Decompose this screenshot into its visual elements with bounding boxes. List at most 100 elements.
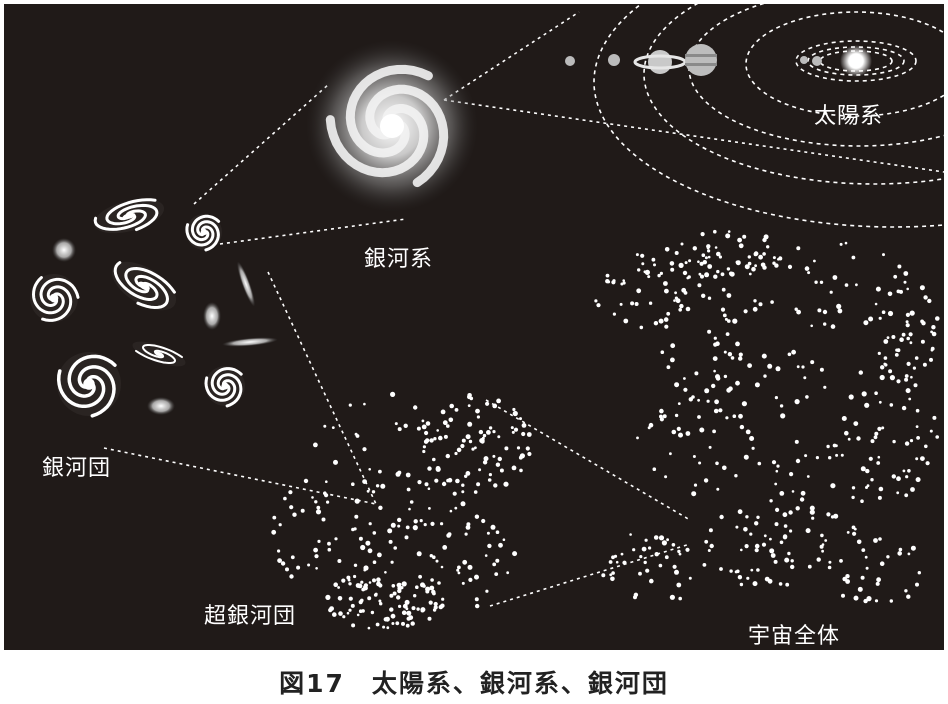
star-dot [868,456,873,461]
star-dot [678,308,682,312]
star-dot [758,254,763,260]
star-dot [904,493,909,498]
star-dot [372,560,377,564]
star-dot [495,530,500,534]
star-dot [742,234,747,239]
elliptical-galaxy-icon [147,397,175,415]
star-dot [908,397,912,401]
star-dot [436,429,440,432]
star-dot [826,512,831,517]
star-dot [931,325,936,330]
star-dot [712,429,716,434]
star-dot [615,560,619,564]
star-dot [678,432,683,438]
star-dot [405,525,410,530]
star-dot [648,546,652,550]
star-dot [356,613,360,617]
star-dot [482,433,487,438]
star-dot [511,465,517,471]
star-dot [353,574,357,579]
star-dot [762,237,767,243]
star-dot [503,481,509,487]
star-dot [879,561,885,566]
star-dot [844,283,849,287]
star-dot [888,369,893,374]
star-dot [794,439,799,444]
star-dot [609,573,613,577]
star-dot [457,565,461,570]
star-dot [321,517,326,522]
star-dot [700,232,705,237]
star-dot [671,429,677,435]
star-dot [732,318,738,324]
star-dot [482,460,488,465]
star-dot [380,483,386,489]
star-dot [720,307,726,312]
star-dot [629,533,632,536]
star-dot [669,452,672,456]
star-dot [738,356,743,361]
star-dot [447,532,452,537]
star-dot [391,622,395,625]
star-dot [747,261,752,266]
star-dot [460,501,466,507]
star-dot [864,555,868,559]
star-dot [935,316,940,321]
star-dot [860,499,864,504]
star-dot [468,439,473,444]
star-dot [829,290,833,294]
star-dot [837,308,843,314]
star-dot [775,507,780,512]
star-dot [716,487,720,491]
star-dot [904,377,909,382]
star-dot [360,580,364,584]
star-dot [820,533,824,538]
star-dot [467,564,473,570]
jupiter-icon [685,44,717,76]
star-dot [796,309,801,315]
star-dot [437,581,441,585]
star-dot [708,445,712,449]
star-dot [763,534,767,538]
elliptical-galaxy-icon [222,337,278,347]
star-dot [495,462,501,467]
star-dot [669,261,675,266]
star-dot [864,402,870,408]
star-dot [674,413,679,418]
star-dot [486,430,491,435]
star-dot [775,366,781,372]
star-dot [704,388,710,394]
star-dot [433,437,437,441]
star-dot [693,483,698,487]
star-dot [853,421,859,426]
star-dot [492,562,497,567]
star-dot [657,273,661,278]
star-dot [382,625,386,629]
star-dot [809,509,815,515]
star-dot [848,394,854,400]
star-dot [830,324,836,329]
star-dot [348,608,352,612]
star-dot [832,275,838,280]
star-dot [422,445,426,449]
star-dot [362,447,367,452]
star-dot [893,274,898,279]
elliptical-galaxy-icon [236,261,256,307]
star-dot [774,396,779,400]
star-dot [719,567,723,571]
star-dot [620,282,624,286]
star-dot [741,401,748,407]
star-dot [868,316,874,322]
star-dot [699,261,704,266]
star-dot [723,350,727,354]
star-dot [709,543,714,549]
star-dot [737,509,743,515]
star-dot [861,548,866,552]
star-dot [851,495,855,500]
star-dot [636,436,639,440]
star-dot [610,576,615,582]
star-dot [474,446,477,450]
star-dot [393,546,398,550]
star-dot [839,559,843,563]
star-dot [760,262,766,268]
